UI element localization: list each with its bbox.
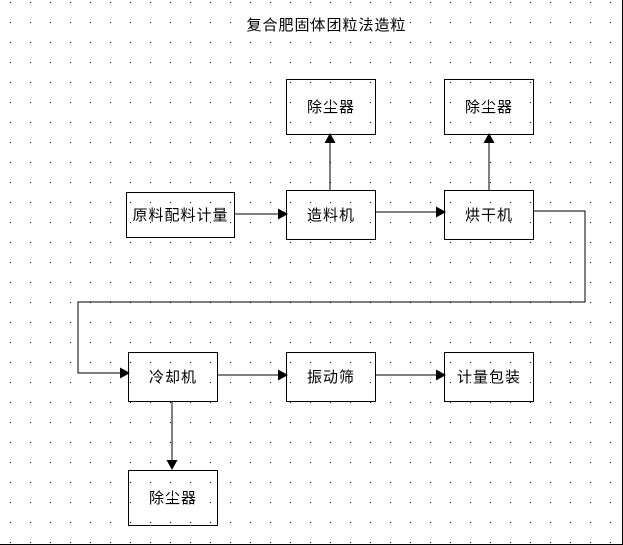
node-cooler[interactable]: 冷却机 <box>128 352 218 402</box>
node-label: 除尘器 <box>148 488 197 507</box>
node-dryer[interactable]: 烘干机 <box>444 190 534 240</box>
edge-batching-to-granulator <box>235 208 288 220</box>
edge-screen-to-packaging <box>376 369 446 381</box>
edge-granulator-to-dryer <box>376 206 446 218</box>
edge-cooler-to-dust3 <box>166 402 178 470</box>
node-dust-collector-2[interactable]: 除尘器 <box>444 79 534 135</box>
node-label: 烘干机 <box>464 205 513 224</box>
node-dust-collector-1[interactable]: 除尘器 <box>286 79 376 135</box>
node-label: 除尘器 <box>464 97 513 116</box>
edge-cooler-to-screen <box>218 369 288 381</box>
node-raw-material-batching[interactable]: 原料配料计量 <box>126 192 235 238</box>
node-label: 除尘器 <box>306 97 355 116</box>
node-label: 原料配料计量 <box>132 205 229 224</box>
node-label: 振动筛 <box>306 367 355 386</box>
node-label: 计量包装 <box>456 367 521 386</box>
edge-dryer-to-dust2 <box>483 133 495 190</box>
node-label: 冷却机 <box>148 367 197 386</box>
edge-granulator-to-dust1 <box>324 133 336 190</box>
diagram-title: 复合肥固体团粒法造粒 <box>246 16 407 34</box>
node-label: 造料机 <box>306 205 355 224</box>
node-vibrating-screen[interactable]: 振动筛 <box>286 352 376 402</box>
node-granulator[interactable]: 造料机 <box>286 190 376 240</box>
node-dust-collector-3[interactable]: 除尘器 <box>128 470 218 526</box>
node-metering-packaging[interactable]: 计量包装 <box>444 352 534 402</box>
